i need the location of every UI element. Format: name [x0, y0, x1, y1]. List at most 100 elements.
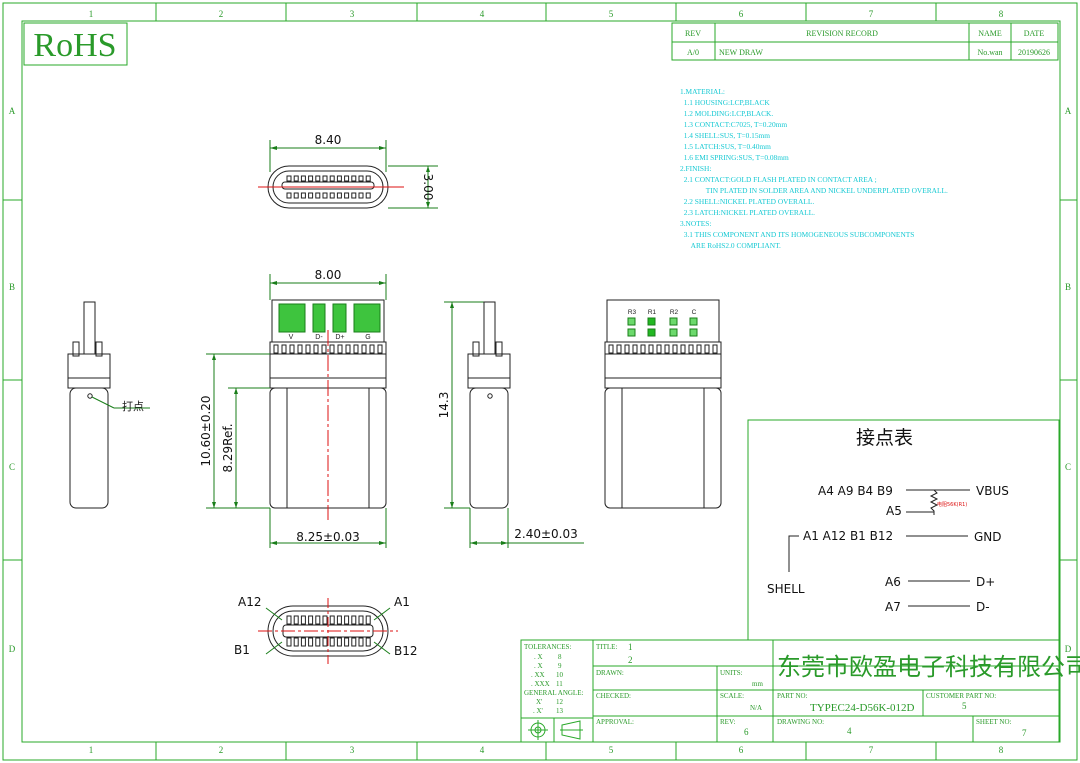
contact-pin — [712, 344, 718, 354]
contact-pin — [300, 615, 306, 625]
drawn-label: DRAWN: — [596, 669, 624, 677]
contact-pin — [358, 175, 364, 182]
pin-label-b1: B1 — [234, 643, 250, 657]
tol-value: 8 — [558, 653, 562, 661]
a6-pin: A6 — [885, 575, 901, 589]
contact-pin — [286, 175, 292, 182]
pad-label: D+ — [335, 334, 344, 341]
pad-label: G — [365, 334, 370, 341]
pin-label-a1: A1 — [394, 595, 410, 609]
col-label: 6 — [739, 9, 744, 19]
contact-pin — [293, 637, 299, 647]
col-label: 3 — [350, 9, 355, 19]
tol-value: 11 — [556, 680, 563, 688]
rev-value: A/0 — [687, 48, 699, 57]
rev-header: REV — [685, 29, 701, 38]
contact-pin — [680, 344, 686, 354]
col-label: 5 — [609, 745, 614, 755]
contact-pin — [351, 615, 357, 625]
col-label: 2 — [219, 9, 224, 19]
contact-pin — [315, 637, 321, 647]
top-height-dim: 3.00 — [421, 174, 435, 201]
pad-dminus — [312, 303, 326, 333]
contact-pin — [344, 615, 350, 625]
note-line: 1.2 MOLDING:LCP,BLACK. — [680, 109, 773, 118]
note-line: 2.3 LATCH:NICKEL PLATED OVERALL. — [680, 208, 815, 217]
contact-pin — [315, 175, 321, 182]
note-line: 1.4 SHELL:SUS, T=0.15mm — [680, 131, 770, 140]
side-height-dim: 14.3 — [437, 392, 451, 419]
tol-key: . XXX — [531, 680, 550, 688]
contact-pin — [664, 344, 670, 354]
tolerances-label: TOLERANCES: — [524, 643, 571, 651]
contact-pin — [329, 175, 335, 182]
left-side-view: 打点 — [67, 301, 150, 509]
row-label: A — [9, 106, 16, 116]
note-line: 1.1 HOUSING:LCP,BLACK — [680, 98, 770, 107]
row-label: C — [9, 462, 15, 472]
pin-label-a12: A12 — [238, 595, 261, 609]
pad-label: D- — [315, 334, 323, 341]
pinout-face-view: A12 A1 B1 B12 — [234, 595, 418, 664]
pin-label-b12: B12 — [394, 644, 418, 658]
contact-pin — [322, 175, 328, 182]
title-line-1: 1 — [628, 642, 633, 652]
contact-table-title: 接点表 — [856, 427, 913, 449]
contact-pin — [344, 637, 350, 647]
checked-label: CHECKED: — [596, 692, 631, 700]
contact-table: 接点表 A4 A9 B4 B9 VBUS A5 电阻56K(R1) A1 A12… — [747, 419, 1060, 641]
contact-pin — [273, 344, 279, 354]
contact-pin — [377, 344, 383, 354]
rear-pad — [647, 328, 656, 337]
col-label: 3 — [350, 745, 355, 755]
contact-pin — [281, 344, 287, 354]
row-label: C — [1065, 462, 1071, 472]
contact-pin — [344, 175, 350, 182]
contact-pin — [329, 615, 335, 625]
a5-pin: A5 — [886, 504, 902, 518]
contact-pin — [608, 344, 614, 354]
contact-pin — [624, 344, 630, 354]
note-line: 2.2 SHELL:NICKEL PLATED OVERALL. — [680, 197, 814, 206]
bottom-width-dim: 8.25±0.03 — [296, 530, 360, 544]
rev-number: 6 — [744, 727, 749, 737]
contact-pin — [640, 344, 646, 354]
approval-label: APPROVAL: — [596, 718, 634, 726]
note-line: TIN PLATED IN SOLDER AREA AND NICKEL UND… — [680, 186, 948, 195]
contact-pin — [322, 615, 328, 625]
contact-pin — [351, 637, 357, 647]
col-label: 8 — [999, 9, 1004, 19]
punch-point-label: 打点 — [122, 399, 144, 413]
contact-pin — [351, 175, 357, 182]
col-label: 4 — [480, 745, 485, 755]
contact-pin — [369, 344, 375, 354]
contact-pin — [361, 344, 367, 354]
contact-pin — [286, 615, 292, 625]
rear-pad — [689, 328, 698, 337]
top-width-dim: 8.40 — [315, 133, 342, 147]
angle-value: 13 — [556, 707, 564, 715]
pad-dplus — [332, 303, 347, 333]
contact-pin — [336, 615, 342, 625]
rear-pad — [669, 317, 678, 326]
contact-pin — [365, 615, 371, 625]
contact-pin — [351, 192, 357, 199]
vbus-net: VBUS — [976, 484, 1009, 498]
col-label: 4 — [480, 9, 485, 19]
row-label: D — [9, 644, 16, 654]
record-header: REVISION RECORD — [806, 29, 878, 38]
material-notes: 1.MATERIAL: 1.1 HOUSING:LCP,BLACK 1.2 MO… — [680, 87, 948, 250]
contact-pin — [300, 637, 306, 647]
contact-pin — [286, 637, 292, 647]
front-view: 8.00 V D- D+ G 10.60±0.20 8.29Ref. 8. — [199, 268, 387, 548]
col-label: 7 — [869, 745, 874, 755]
rear-pad — [647, 317, 656, 326]
contact-pin — [308, 615, 314, 625]
rear-pad-label: C — [692, 309, 697, 316]
front-width-dim: 8.00 — [315, 268, 342, 282]
angle-value: 12 — [556, 698, 564, 706]
rear-pad — [689, 317, 698, 326]
contact-pin — [616, 344, 622, 354]
note-line: 3.1 THIS COMPONENT AND ITS HOMOGENEOUS S… — [680, 230, 914, 239]
